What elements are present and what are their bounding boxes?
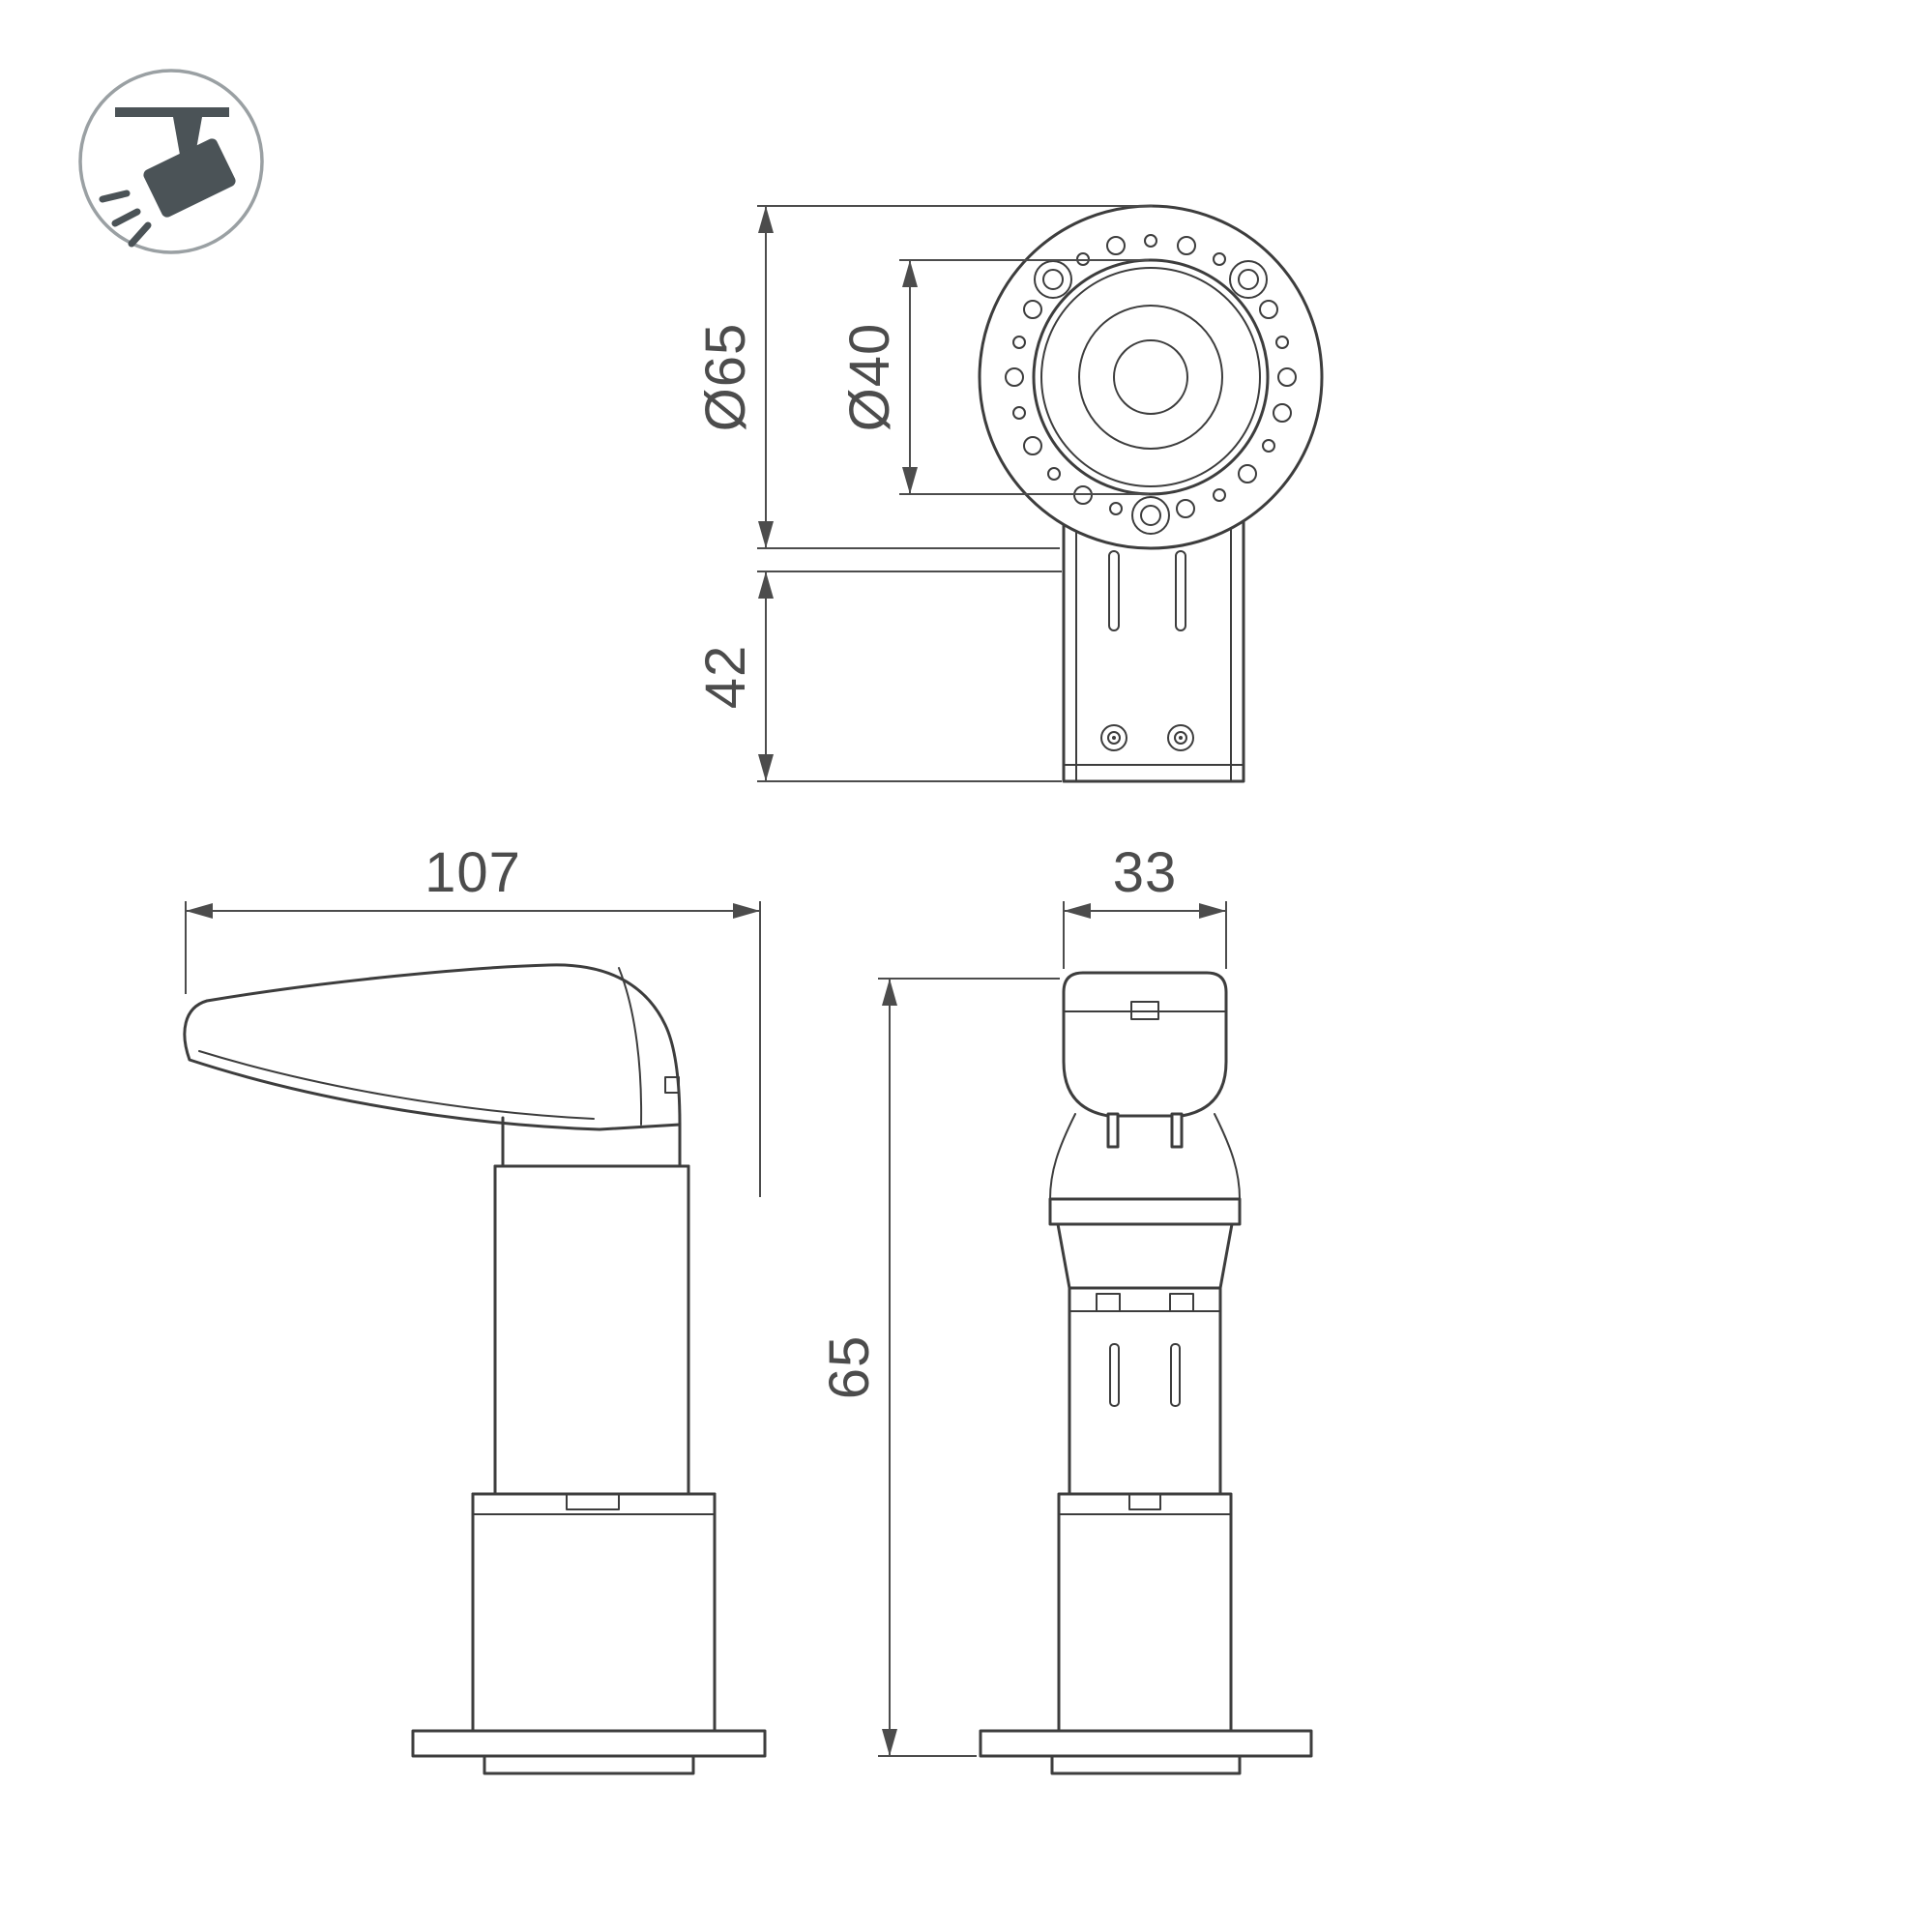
mounting-plate: [978, 204, 1324, 550]
arrowhead: [902, 260, 918, 287]
dim-inner-diameter-label: Ø40: [838, 323, 901, 432]
mount-stem-icon: [173, 117, 202, 155]
track-icon: [115, 107, 229, 117]
head-profile: [183, 963, 682, 1131]
bracket-slot: [1108, 550, 1120, 631]
bracket-slot: [1175, 550, 1186, 631]
stem-boss: [1096, 1293, 1121, 1312]
lamp-head-icon: [143, 138, 236, 218]
mounting-holes: [1005, 234, 1297, 518]
arrowhead: [1199, 903, 1226, 919]
arrowhead: [186, 903, 213, 919]
bracket-screw: [1167, 724, 1194, 751]
side-view: 107: [183, 841, 767, 1775]
yoke-band: [1048, 1197, 1242, 1226]
top-view: Ø65 Ø40 42: [694, 204, 1324, 783]
head-notch: [664, 1076, 680, 1094]
arrowhead: [758, 521, 774, 548]
stem-slot: [1109, 1343, 1120, 1407]
front-profile: [979, 971, 1313, 1775]
head-face-line: [198, 1050, 595, 1120]
dim-inner-diameter: Ø40: [838, 259, 1149, 495]
dim-length-label: 107: [424, 841, 521, 904]
dim-height-label: 65: [818, 1335, 881, 1400]
dim-width: 33: [1063, 841, 1227, 969]
flange-lip: [483, 1754, 695, 1775]
lens-circle: [1113, 339, 1188, 415]
yoke: [1049, 1113, 1241, 1200]
flange: [979, 1729, 1313, 1758]
dim-width-label: 33: [1113, 841, 1178, 904]
head-latch: [1130, 1001, 1159, 1020]
neck-taper: [1056, 1222, 1234, 1290]
housing: [1057, 1492, 1233, 1733]
dim-bracket-height: 42: [694, 571, 1062, 782]
icon-ring-circle: [78, 69, 264, 254]
fixing-grommet: [1229, 260, 1268, 299]
head-prong: [1170, 1112, 1184, 1149]
dim-length: 107: [185, 841, 761, 1197]
arrowhead: [733, 903, 760, 919]
arrowhead: [1064, 903, 1091, 919]
dim-height: 65: [818, 978, 1060, 1757]
flange-lip: [1050, 1754, 1242, 1775]
arrowhead: [882, 979, 897, 1006]
stem-boss: [1169, 1293, 1194, 1312]
spotlight-category-icon: [78, 69, 264, 254]
housing-clip: [566, 1493, 620, 1510]
trim-ring-inner: [1040, 267, 1261, 487]
reflector-circle: [1078, 305, 1223, 450]
head-prong: [1106, 1112, 1120, 1149]
head-joint-line: [618, 967, 643, 1126]
arrowhead: [902, 467, 918, 494]
arrowhead: [758, 206, 774, 233]
dim-outer-diameter-label: Ø65: [694, 323, 757, 432]
fixing-grommet: [1131, 496, 1170, 535]
arrowhead: [758, 754, 774, 781]
stem-body: [1068, 1286, 1222, 1496]
stem-slot: [1170, 1343, 1181, 1407]
housing: [471, 1492, 717, 1733]
light-rays-icon: [99, 190, 152, 248]
dim-outer-diameter: Ø65: [694, 205, 1153, 549]
front-view: 33 65: [818, 841, 1313, 1775]
dim-bracket-height-label: 42: [694, 645, 757, 710]
arrowhead: [882, 1729, 897, 1756]
side-profile: [183, 963, 767, 1775]
housing-clip: [1128, 1493, 1161, 1510]
head-front: [1062, 971, 1228, 1118]
flange: [411, 1729, 767, 1758]
arrowhead: [758, 571, 774, 599]
bracket-screw: [1100, 724, 1127, 751]
trim-ring-outer: [1032, 258, 1270, 496]
